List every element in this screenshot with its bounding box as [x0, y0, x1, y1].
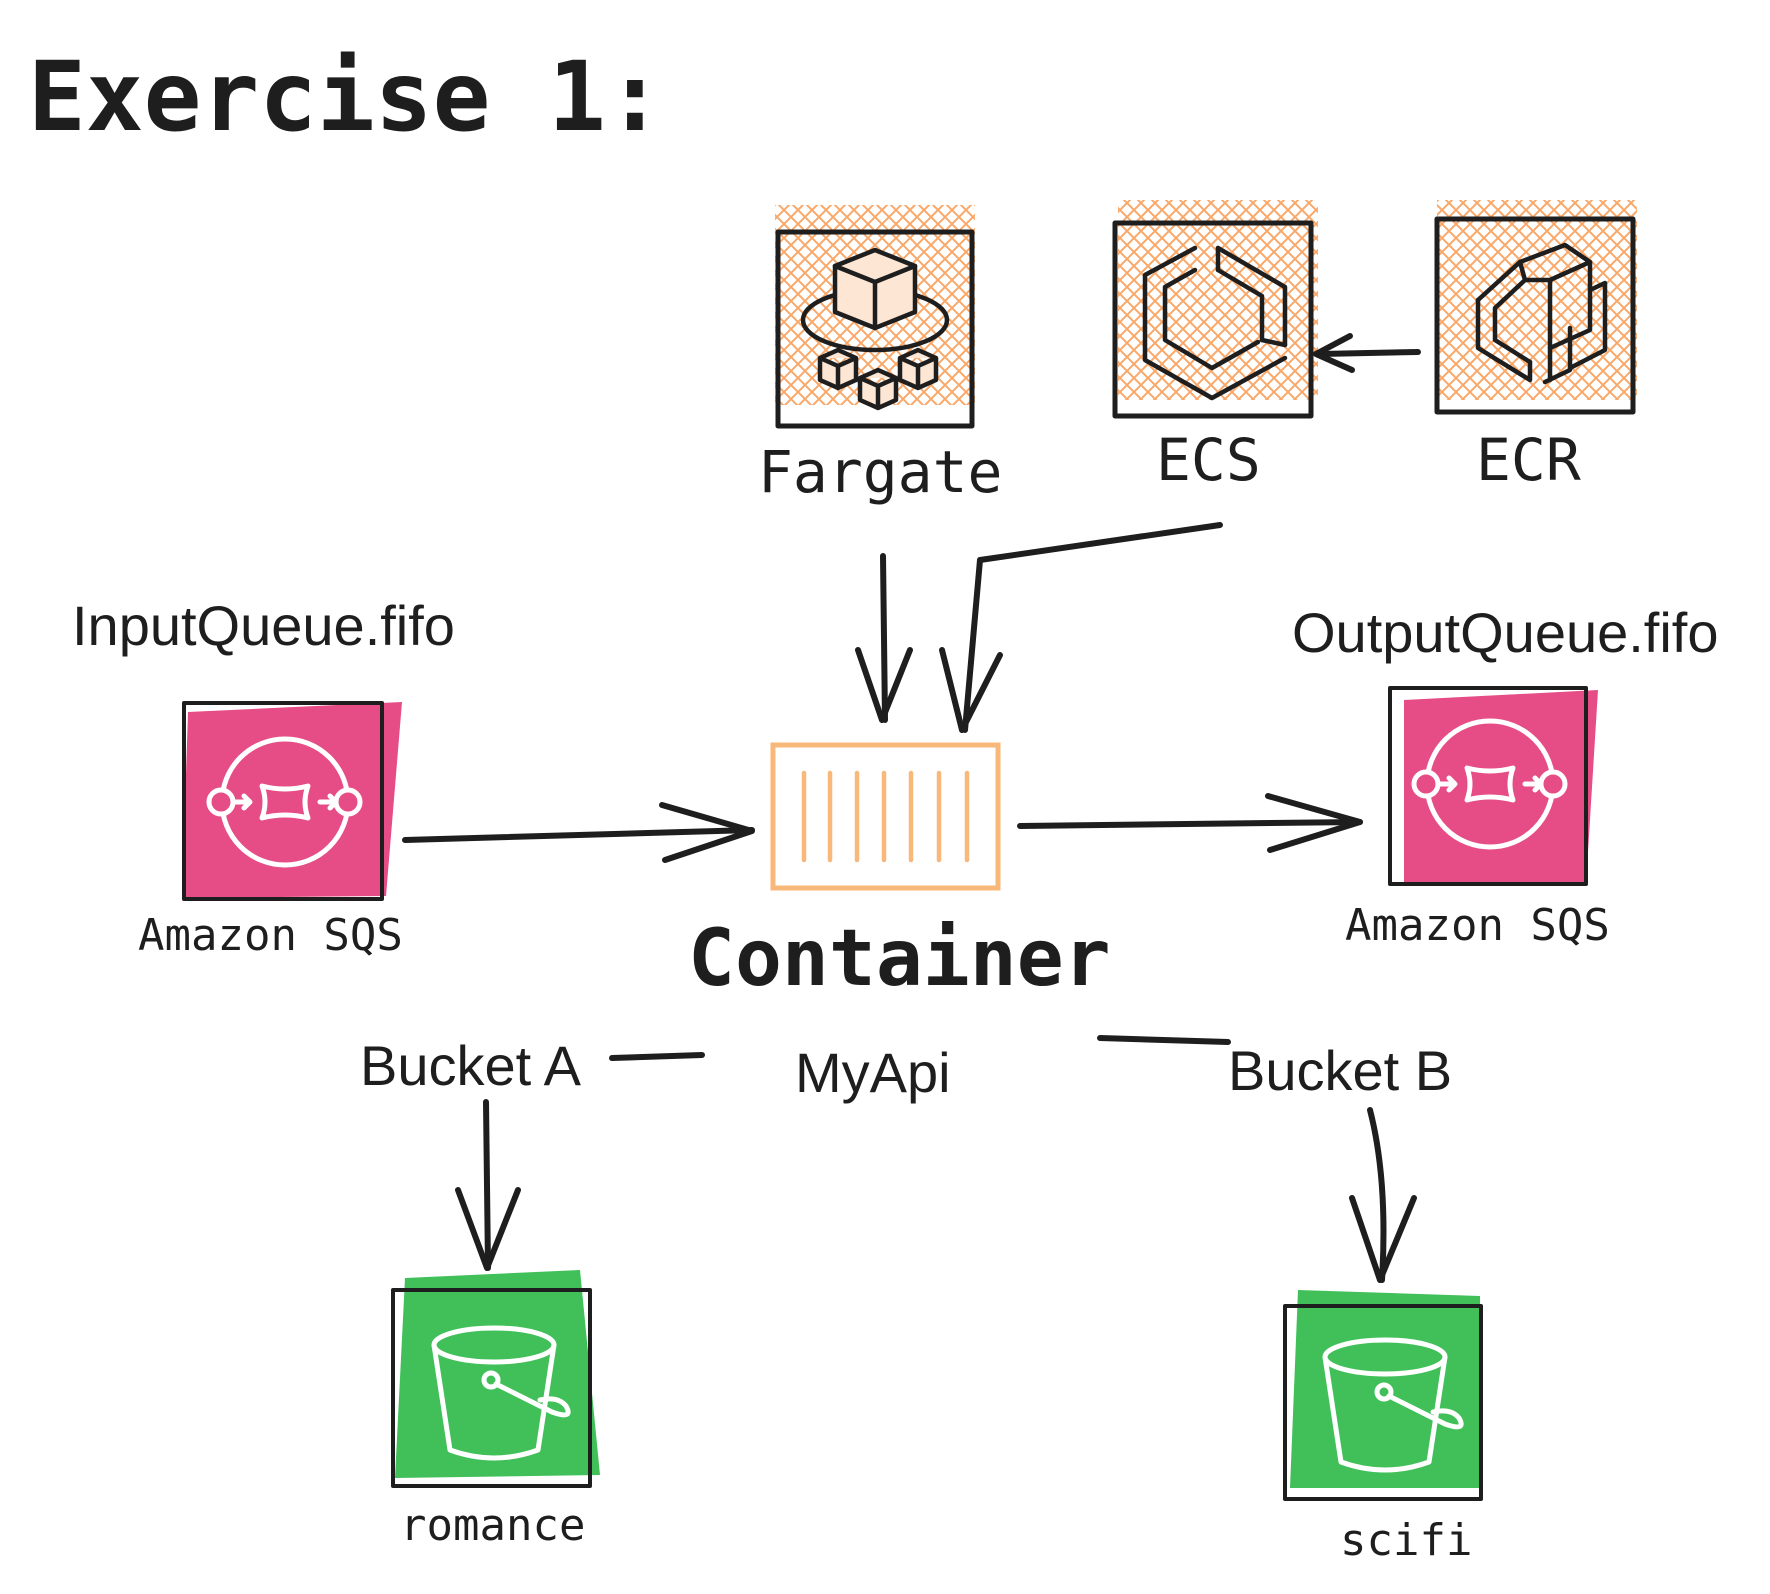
arrow-ecs-to-container	[939, 522, 1223, 733]
ecr-icon	[1475, 242, 1608, 385]
fargate-icon	[800, 247, 950, 411]
container-stripes	[801, 770, 970, 863]
output-queue-frame	[1388, 686, 1588, 886]
fargate-node: Fargate	[758, 205, 1002, 506]
arrow-input-queue-to-container	[402, 802, 755, 863]
container-label: Container	[688, 914, 1111, 1004]
input-queue-frame	[182, 701, 384, 901]
bucket-romance-node: romance	[391, 1270, 600, 1551]
sqs-icon	[206, 736, 363, 868]
arrow-api-to-romance	[455, 1052, 705, 1271]
arrow-ecr-to-ecs	[1313, 333, 1421, 373]
ecr-frame	[1434, 216, 1636, 415]
bucket-romance-label: romance	[400, 1500, 585, 1551]
arrow-container-to-output-queue	[1017, 793, 1363, 853]
output-queue-name: OutputQueue.fifo	[1292, 601, 1719, 664]
container-icon	[770, 742, 1001, 891]
ecs-icon	[1142, 245, 1288, 401]
ecs-label: ECS	[1156, 426, 1261, 494]
fargate-frame	[775, 229, 975, 429]
output-queue-node: OutputQueue.fifo Amazon SQS	[1292, 601, 1719, 951]
arrow-api-to-scifi	[1097, 1035, 1417, 1283]
s3-bucket-icon	[1322, 1337, 1464, 1473]
bucket-b-label: Bucket B	[1228, 1039, 1452, 1102]
fargate-label: Fargate	[758, 438, 1002, 506]
input-queue-service-label: Amazon SQS	[138, 910, 403, 961]
input-queue-name: InputQueue.fifo	[72, 594, 455, 657]
sqs-icon	[1411, 718, 1568, 850]
arrow-fargate-to-container	[855, 553, 913, 723]
ecs-node: ECS	[1112, 200, 1318, 494]
bucket-scifi-label: scifi	[1340, 1515, 1472, 1566]
ecr-node: ECR	[1434, 200, 1637, 494]
output-queue-service-label: Amazon SQS	[1345, 900, 1610, 951]
page-title: Exercise 1:	[28, 41, 664, 153]
s3-bucket-icon	[431, 1325, 571, 1461]
bucket-scifi-frame	[1283, 1304, 1483, 1501]
ecr-label: ECR	[1476, 426, 1581, 494]
bucket-romance-frame	[391, 1288, 592, 1488]
ecs-frame	[1112, 220, 1314, 419]
bucket-a-label: Bucket A	[360, 1034, 582, 1097]
api-label: MyApi	[795, 1041, 951, 1104]
input-queue-node: InputQueue.fifo Amazon SQS	[72, 594, 455, 961]
bucket-scifi-node: scifi	[1283, 1290, 1483, 1566]
connectors	[402, 333, 1421, 1283]
container-node: Container	[688, 742, 1111, 1004]
